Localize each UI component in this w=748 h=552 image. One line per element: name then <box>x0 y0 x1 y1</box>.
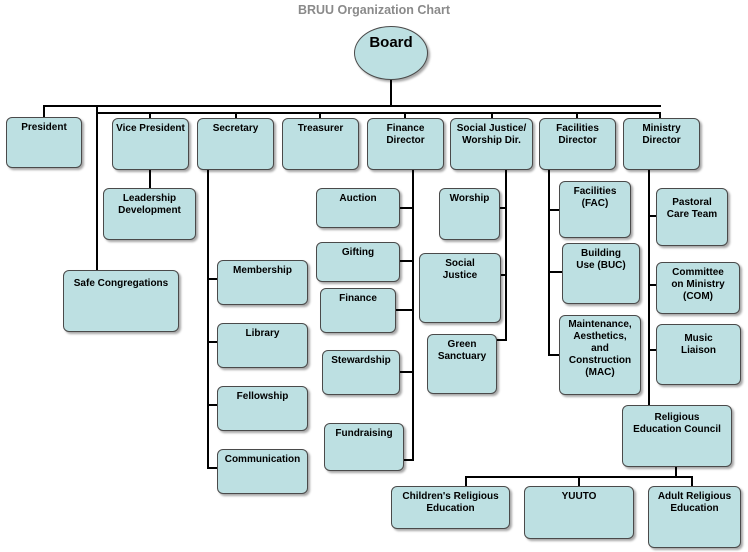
finance-node[interactable]: Finance <box>320 288 396 333</box>
building-use-buc-node[interactable]: Building Use (BUC) <box>562 243 640 304</box>
worship-node[interactable]: Worship <box>439 188 500 240</box>
ministry-director-node[interactable]: Ministry Director <box>623 118 700 170</box>
vice-president-node[interactable]: Vice President <box>112 118 189 170</box>
communication-node[interactable]: Communication <box>217 449 308 494</box>
committee-on-ministry-node[interactable]: Committee on Ministry (COM) <box>656 262 740 314</box>
maintenance-mac-node[interactable]: Maintenance, Aesthetics, and Constructio… <box>559 315 641 395</box>
facilities-fac-node[interactable]: Facilities (FAC) <box>559 181 631 238</box>
childrens-religious-education-node[interactable]: Children's Religious Education <box>391 486 510 529</box>
fundraising-node[interactable]: Fundraising <box>324 423 404 471</box>
stewardship-node[interactable]: Stewardship <box>322 350 400 395</box>
auction-node[interactable]: Auction <box>316 188 400 228</box>
membership-node[interactable]: Membership <box>217 260 308 305</box>
president-node[interactable]: President <box>6 117 82 168</box>
safe-congregations-node[interactable]: Safe Congregations <box>63 270 179 332</box>
music-liaison-node[interactable]: Music Liaison <box>656 324 741 385</box>
social-justice-worship-director-node[interactable]: Social Justice/ Worship Dir. <box>450 118 533 170</box>
chart-title: BRUU Organization Chart <box>297 3 451 17</box>
board-node[interactable]: Board <box>354 26 428 80</box>
treasurer-node[interactable]: Treasurer <box>282 118 359 170</box>
fellowship-node[interactable]: Fellowship <box>217 386 308 431</box>
gifting-node[interactable]: Gifting <box>316 242 400 282</box>
green-sanctuary-node[interactable]: Green Sanctuary <box>427 334 497 394</box>
finance-director-node[interactable]: Finance Director <box>367 118 444 170</box>
library-node[interactable]: Library <box>217 323 308 368</box>
social-justice-node[interactable]: Social Justice <box>419 253 501 323</box>
secretary-node[interactable]: Secretary <box>197 118 274 170</box>
facilities-director-node[interactable]: Facilities Director <box>539 118 616 170</box>
religious-education-council-node[interactable]: Religious Education Council <box>622 405 732 467</box>
pastoral-care-node[interactable]: Pastoral Care Team <box>656 188 728 246</box>
adult-religious-education-node[interactable]: Adult Religious Education <box>648 486 741 548</box>
yuuto-node[interactable]: YUUTO <box>524 486 634 539</box>
leadership-development-node[interactable]: Leadership Development <box>103 188 196 240</box>
